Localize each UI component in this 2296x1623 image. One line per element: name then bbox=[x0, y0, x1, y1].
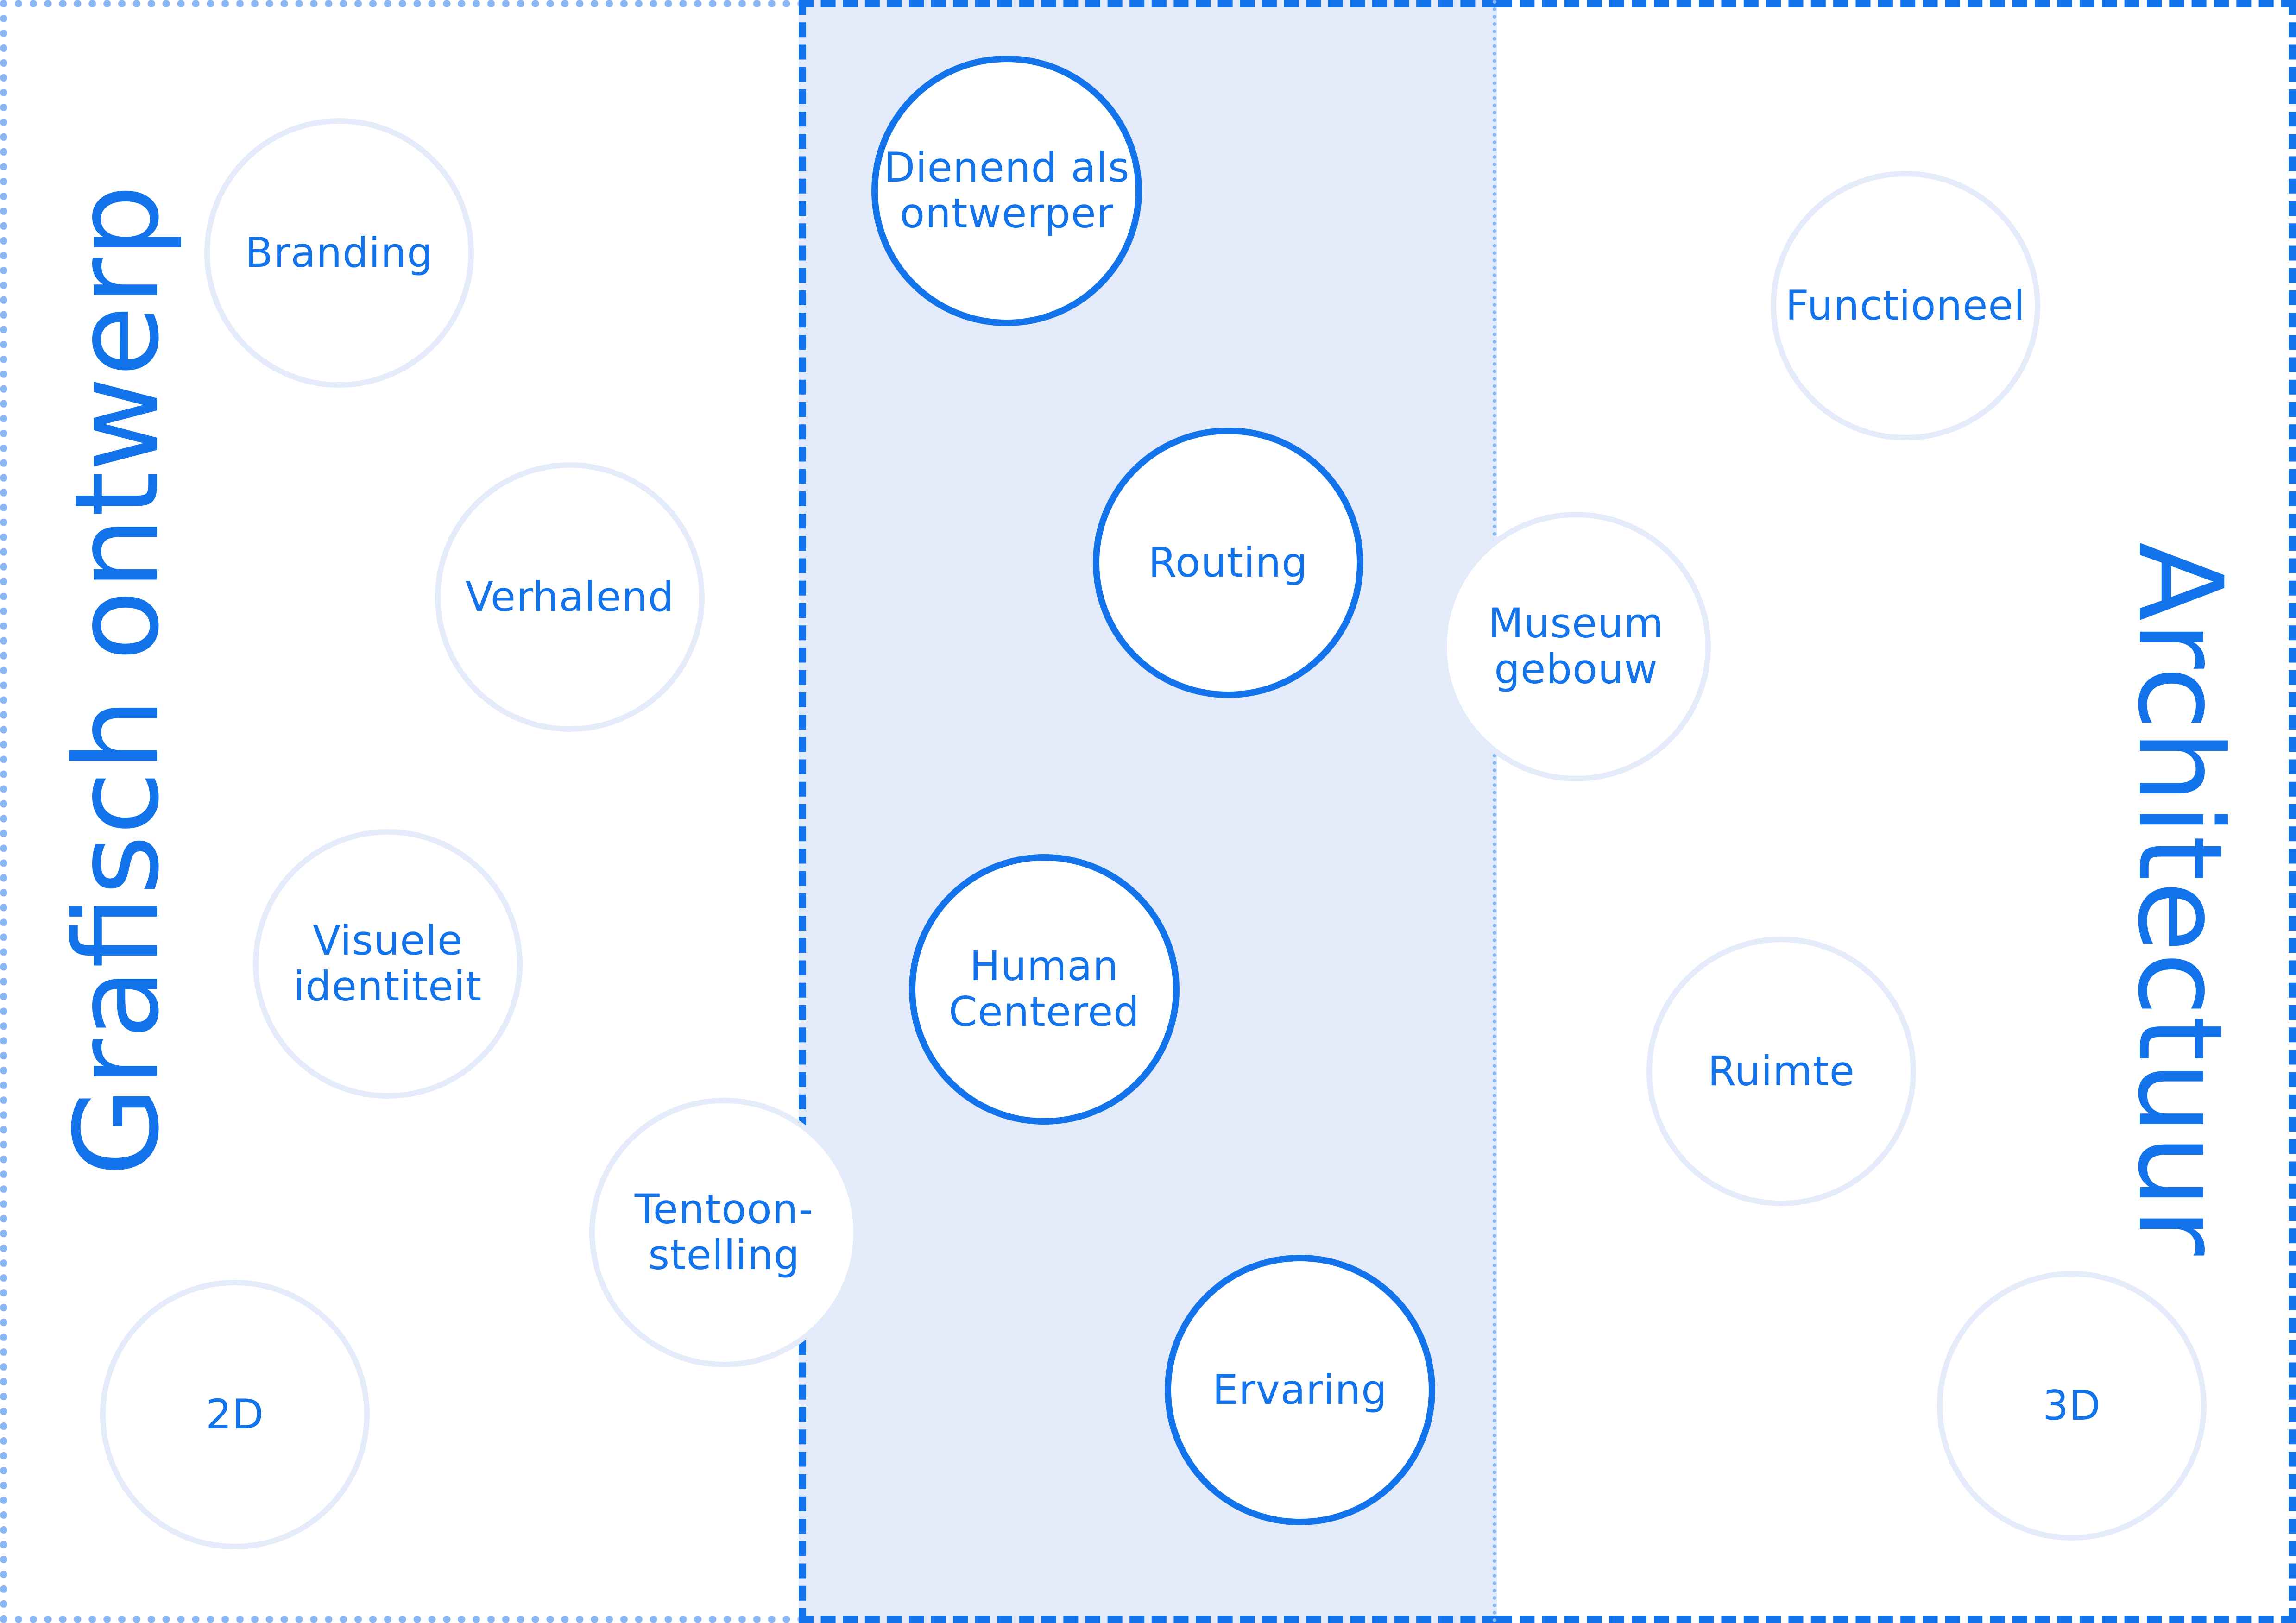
bubble-visuele-identiteit: Visuele identiteit bbox=[253, 829, 523, 1099]
bubble-label: Branding bbox=[245, 228, 434, 277]
bubble-ervaring: Ervaring bbox=[1165, 1255, 1435, 1525]
bubble-ruimte: Ruimte bbox=[1646, 937, 1916, 1206]
bubble-label: Tentoon- stelling bbox=[634, 1185, 814, 1279]
bubble-label: Human Centered bbox=[948, 942, 1140, 1036]
bubble-2d: 2D bbox=[100, 1280, 370, 1549]
bubble-museum-gebouw: Museum gebouw bbox=[1441, 512, 1711, 781]
bubble-label: Visuele identiteit bbox=[293, 917, 482, 1010]
bubble-functioneel: Functioneel bbox=[1771, 171, 2040, 440]
bubble-dienend-als-ontwerper: Dienend als ontwerper bbox=[871, 56, 1142, 326]
title-architectuur: Architectuur bbox=[2113, 542, 2247, 1256]
bubble-3d: 3D bbox=[1937, 1271, 2207, 1541]
bubble-verhalend: Verhalend bbox=[435, 462, 705, 732]
bubble-label: 2D bbox=[206, 1390, 264, 1438]
left-zone-frame bbox=[0, 0, 805, 1623]
bubble-label: Verhalend bbox=[465, 572, 675, 621]
bubble-label: Ervaring bbox=[1212, 1365, 1388, 1414]
right-zone-frame bbox=[1497, 0, 2296, 1623]
bubble-label: Routing bbox=[1148, 538, 1308, 586]
bubble-label: Functioneel bbox=[1785, 281, 2026, 329]
bubble-routing: Routing bbox=[1093, 428, 1363, 698]
bubble-branding: Branding bbox=[204, 118, 474, 388]
bubble-tentoonstelling: Tentoon- stelling bbox=[589, 1098, 859, 1367]
bubble-label: 3D bbox=[2043, 1381, 2101, 1429]
bubble-label: Ruimte bbox=[1708, 1047, 1855, 1095]
title-grafisch-ontwerp: Grafisch ontwerp bbox=[50, 184, 184, 1176]
middle-zone-divider bbox=[1493, 0, 1497, 1623]
bubble-human-centered: Human Centered bbox=[909, 854, 1180, 1125]
bubble-label: Dienend als ontwerper bbox=[883, 144, 1130, 237]
bubble-label: Museum gebouw bbox=[1488, 599, 1664, 693]
